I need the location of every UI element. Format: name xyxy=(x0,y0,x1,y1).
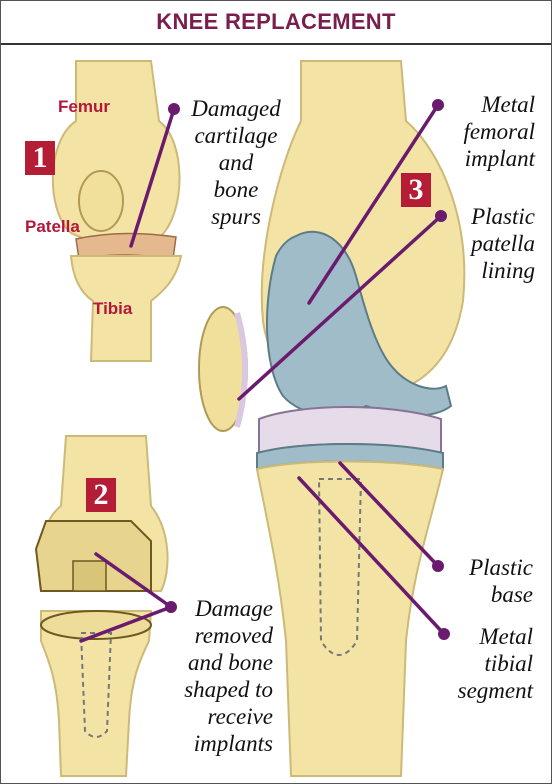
callout-metal-femoral-implant: Metal femoral implant xyxy=(449,91,535,172)
leader-dot-plastic-patella xyxy=(435,210,447,222)
callout-damage-removed: Damage removed and bone shaped to receiv… xyxy=(161,595,273,757)
leader-dot-damaged xyxy=(168,103,180,115)
leader-dot-metal-femoral xyxy=(432,99,444,111)
femur-notch xyxy=(73,561,106,591)
femur-label: Femur xyxy=(58,97,110,117)
tibia-label: Tibia xyxy=(93,299,132,319)
step-badge-3: 3 xyxy=(401,173,431,207)
patella-bone-1 xyxy=(79,171,123,231)
tibia-bone-3 xyxy=(257,462,443,777)
step-badge-2: 2 xyxy=(86,478,116,512)
patella-label: Patella xyxy=(25,217,80,237)
step-badge-1: 1 xyxy=(25,141,55,175)
callout-plastic-patella-lining: Plastic patella lining xyxy=(449,203,535,284)
leader-dot-plastic-base xyxy=(432,560,444,572)
callout-damaged-cartilage: Damaged cartilage and bone spurs xyxy=(187,95,285,230)
callout-metal-tibial-segment: Metal tibial segment xyxy=(437,623,533,704)
callout-plastic-base: Plastic base xyxy=(447,554,533,608)
